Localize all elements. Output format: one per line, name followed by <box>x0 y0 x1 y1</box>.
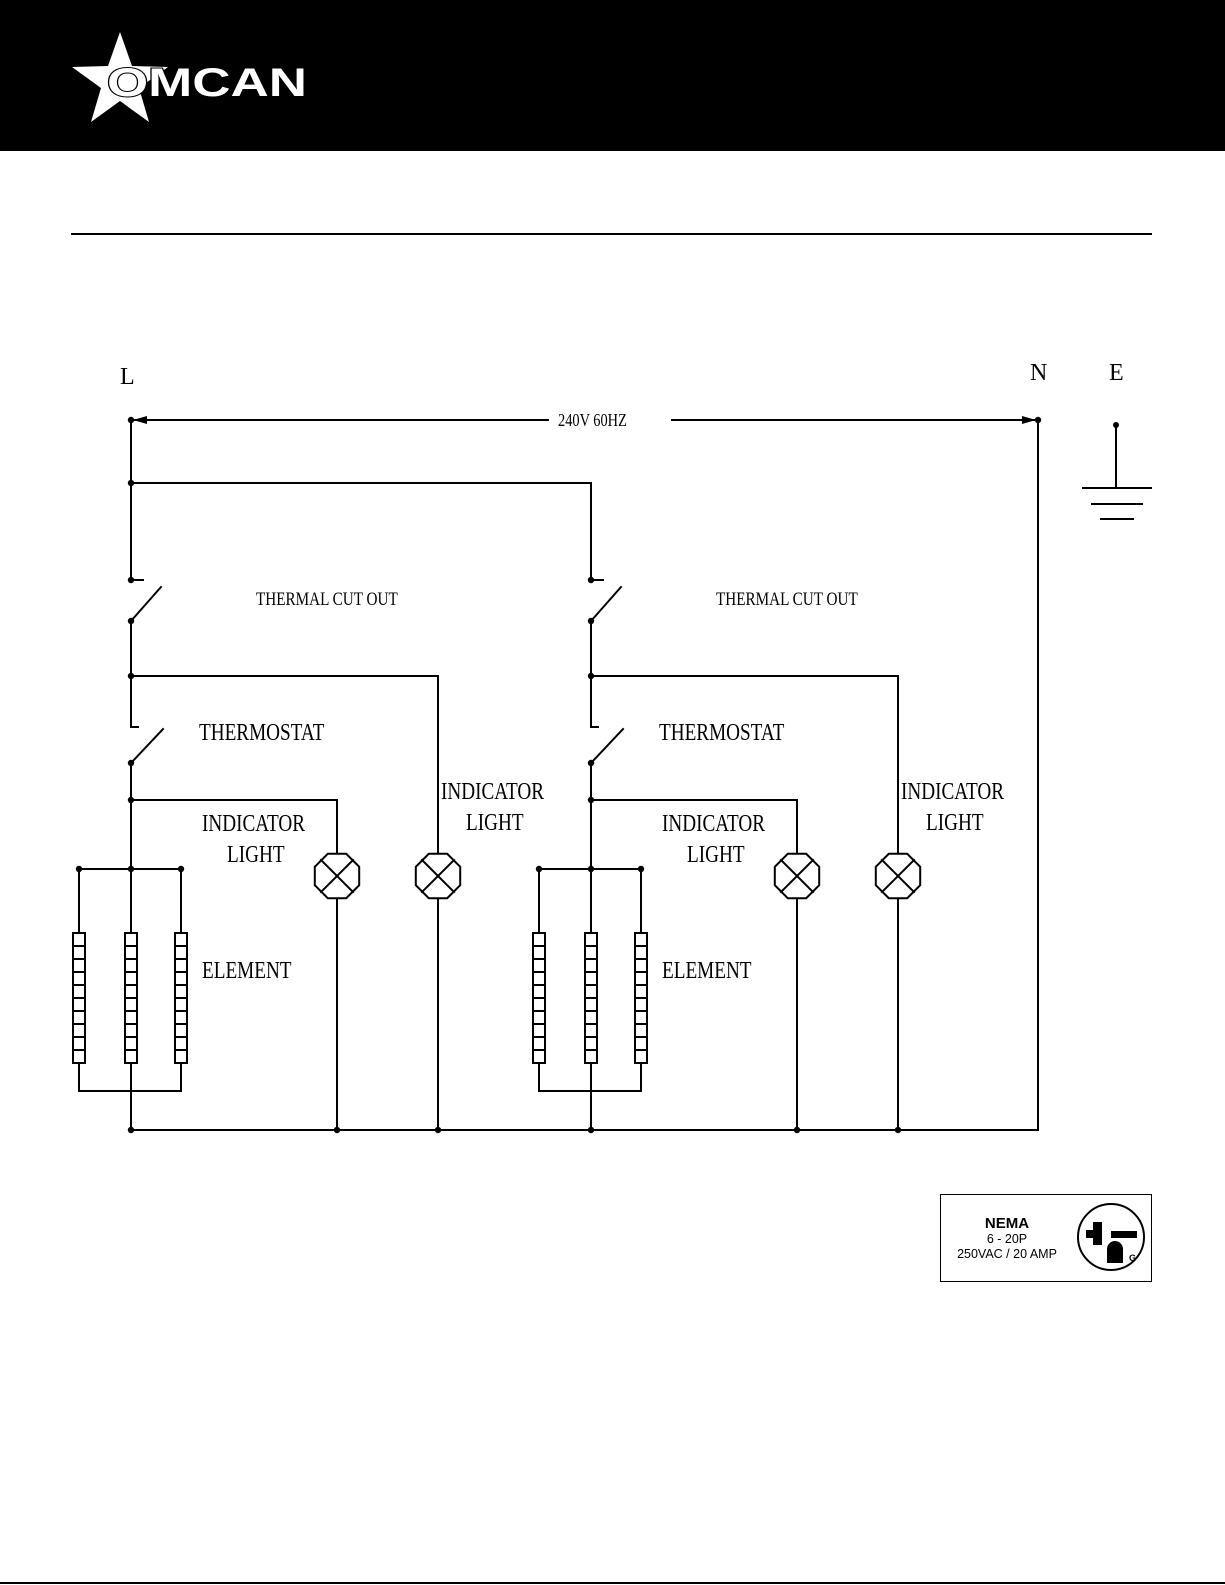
footer-rule <box>0 1582 1225 1584</box>
indicator-light-label: INDICATOR <box>662 810 766 837</box>
junction-dot <box>794 1127 800 1133</box>
junction-dot <box>588 1127 594 1133</box>
thermal-cut-out-switch <box>131 587 161 621</box>
nema-plug-box: NEMA 6 - 20P 250VAC / 20 AMP G <box>940 1194 1152 1282</box>
supply-arrowhead-right <box>1022 416 1036 424</box>
indicator-light-label: LIGHT <box>687 841 745 868</box>
thermostat-switch <box>591 729 623 763</box>
indicator-light-label: INDICATOR <box>202 810 306 837</box>
earth-terminal-label: E <box>1109 360 1124 386</box>
earth-terminal <box>1113 422 1119 428</box>
indicator-light-label: LIGHT <box>466 809 524 836</box>
indicator-light-label: LIGHT <box>926 809 984 836</box>
thermostat-label: THERMOSTAT <box>659 719 784 746</box>
nema-plug-icon: G <box>1075 1201 1147 1273</box>
line-terminal-label: L <box>120 364 135 390</box>
thermostat-label: THERMOSTAT <box>199 719 324 746</box>
junction-dot <box>128 480 134 486</box>
thermal-cut-out-label: THERMAL CUT OUT <box>716 588 858 609</box>
nema-title: NEMA <box>985 1215 1029 1232</box>
junction-dot <box>334 1127 340 1133</box>
neutral-terminal-label: N <box>1030 360 1047 386</box>
junction-dot <box>435 1127 441 1133</box>
junction-dot <box>128 577 134 583</box>
thermal-cut-out-label: THERMAL CUT OUT <box>256 588 398 609</box>
element-label: ELEMENT <box>202 957 292 984</box>
nema-ground-letter: G <box>1129 1253 1136 1263</box>
thermal-cut-out-switch <box>591 587 621 621</box>
indicator-light-label: INDICATOR <box>441 778 545 805</box>
junction-dot <box>128 866 134 872</box>
supply-label: 240V 60HZ <box>558 409 627 430</box>
element-label: ELEMENT <box>662 957 752 984</box>
nema-spec: 6 - 20P <box>987 1232 1027 1247</box>
nema-text: NEMA 6 - 20P 250VAC / 20 AMP <box>941 1195 1073 1281</box>
thermostat-switch <box>131 729 163 763</box>
nema-rating: 250VAC / 20 AMP <box>957 1247 1057 1262</box>
indicator-light-label: LIGHT <box>227 841 285 868</box>
supply-arrowhead-left <box>133 416 147 424</box>
junction-dot <box>588 866 594 872</box>
junction-dot <box>895 1127 901 1133</box>
indicator-light-label: INDICATOR <box>901 778 1005 805</box>
junction-dot <box>128 1127 134 1133</box>
junction-dot <box>588 577 594 583</box>
